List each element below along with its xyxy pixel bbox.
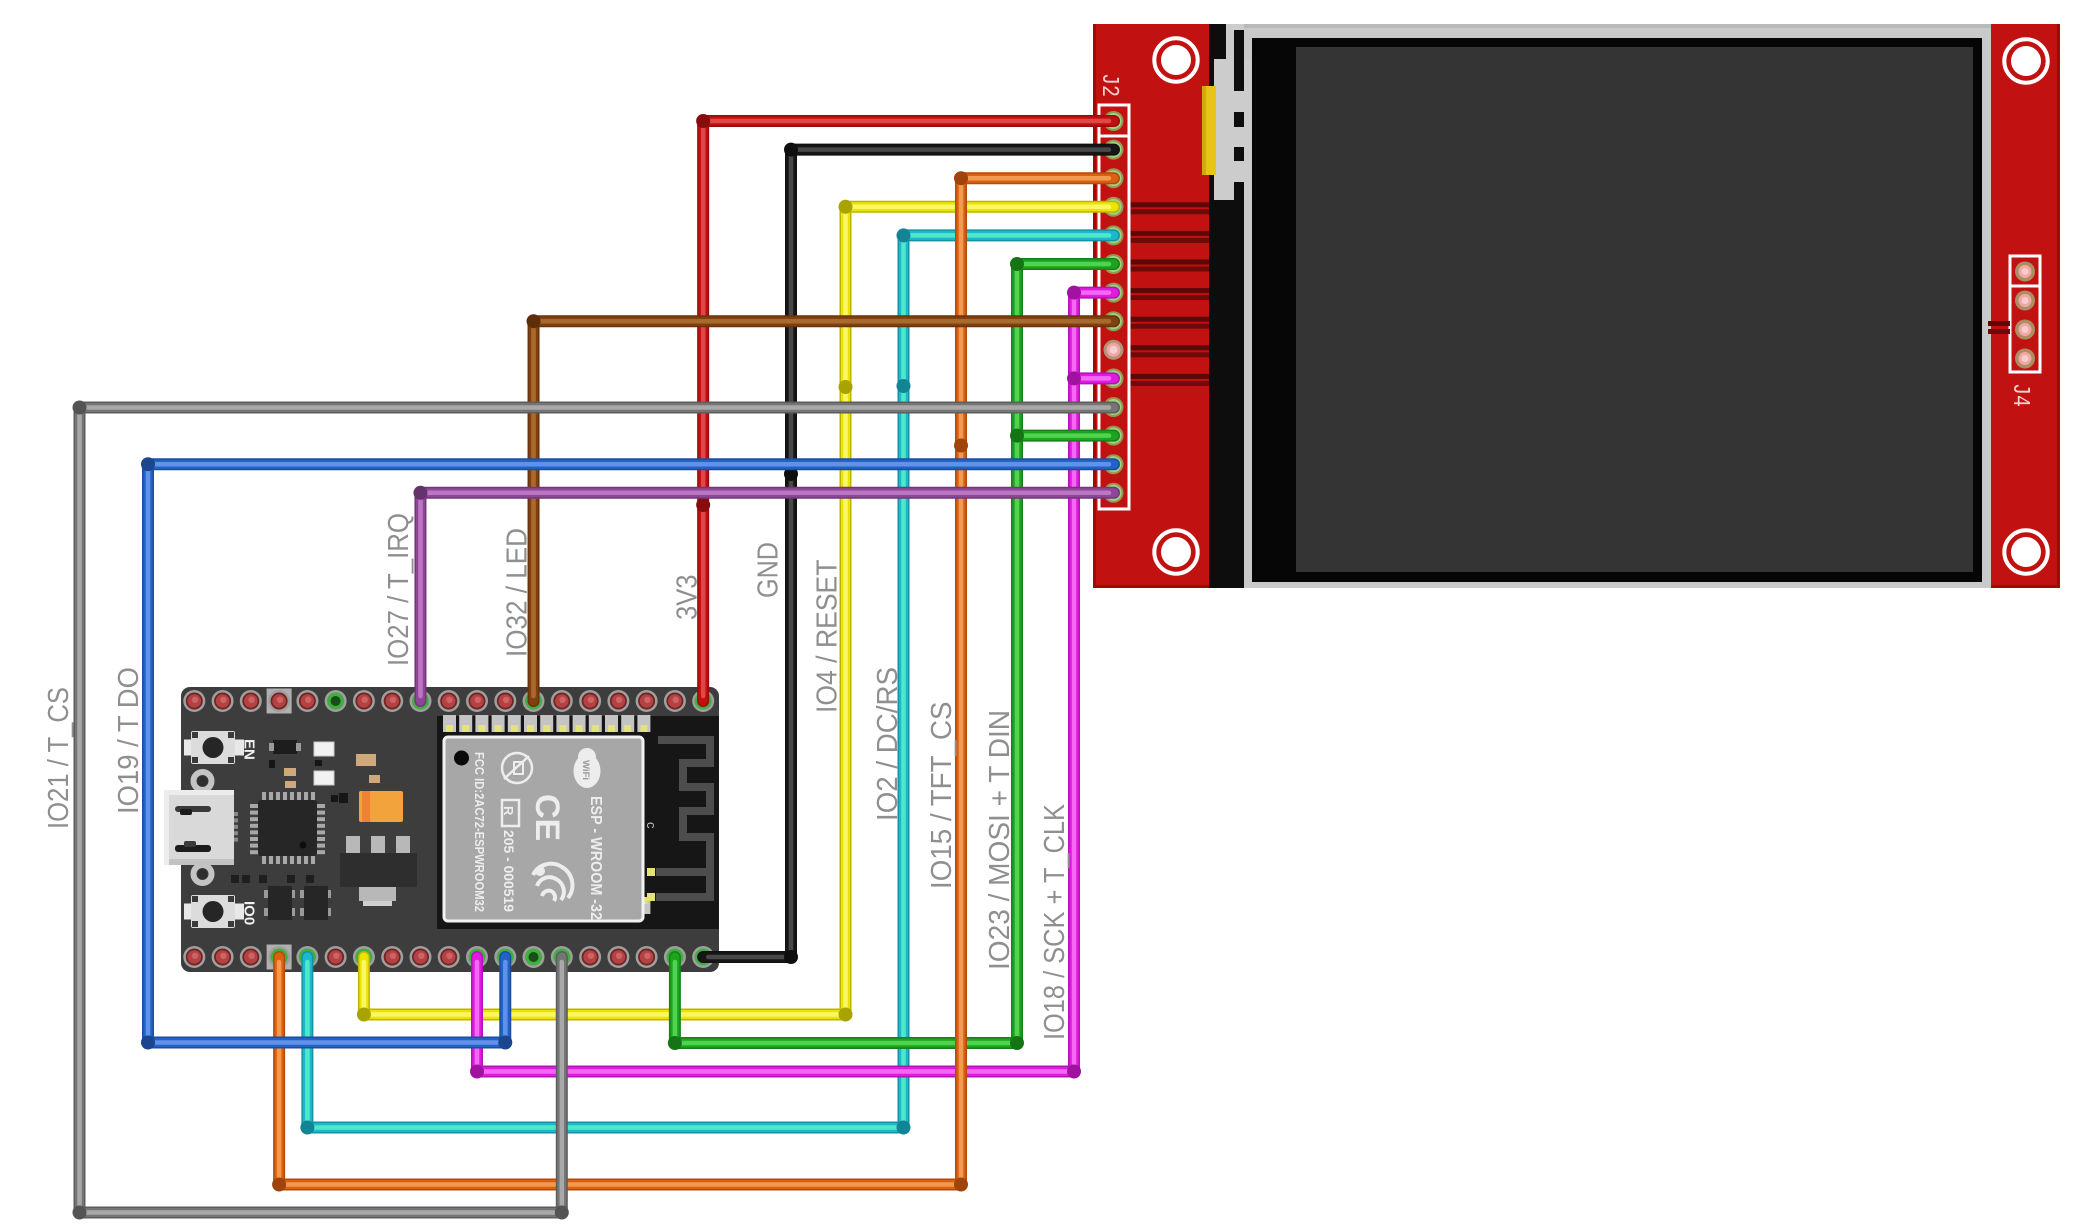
svg-text:J4: J4 xyxy=(2006,383,2033,407)
svg-text:IO4 / RESET: IO4 / RESET xyxy=(812,559,844,713)
svg-text:R: R xyxy=(501,806,516,816)
svg-text:c: c xyxy=(644,822,659,829)
svg-text:IO18 / SCK + T_CLK: IO18 / SCK + T_CLK xyxy=(1039,803,1071,1040)
svg-text:J2: J2 xyxy=(1095,73,1122,97)
svg-text:FCC ID:2AC72-ESPWROOM32: FCC ID:2AC72-ESPWROOM32 xyxy=(472,752,486,912)
svg-text:IO15 / TFT_CS: IO15 / TFT_CS xyxy=(926,702,958,890)
svg-text:CE: CE xyxy=(528,794,566,841)
svg-text:GND: GND xyxy=(753,542,785,598)
svg-text:IO0: IO0 xyxy=(241,901,258,925)
svg-text:IO2 / DC/RS: IO2 / DC/RS xyxy=(872,667,904,821)
svg-text:IO21 / T_CS: IO21 / T_CS xyxy=(43,687,75,829)
svg-text:IO19 / T DO: IO19 / T DO xyxy=(113,667,145,814)
svg-text:EN: EN xyxy=(241,739,258,760)
svg-text:WiFi: WiFi xyxy=(580,760,591,780)
svg-text:ESP - WROOM -32: ESP - WROOM -32 xyxy=(587,796,604,920)
svg-text:IO32 / LED: IO32 / LED xyxy=(502,528,534,657)
svg-text:3V3: 3V3 xyxy=(672,575,704,621)
svg-text:205 - 000519: 205 - 000519 xyxy=(501,830,517,912)
svg-text:IO27 / T_IRQ: IO27 / T_IRQ xyxy=(383,513,415,666)
svg-text:IO23 / MOSI + T DIN: IO23 / MOSI + T DIN xyxy=(984,710,1016,970)
